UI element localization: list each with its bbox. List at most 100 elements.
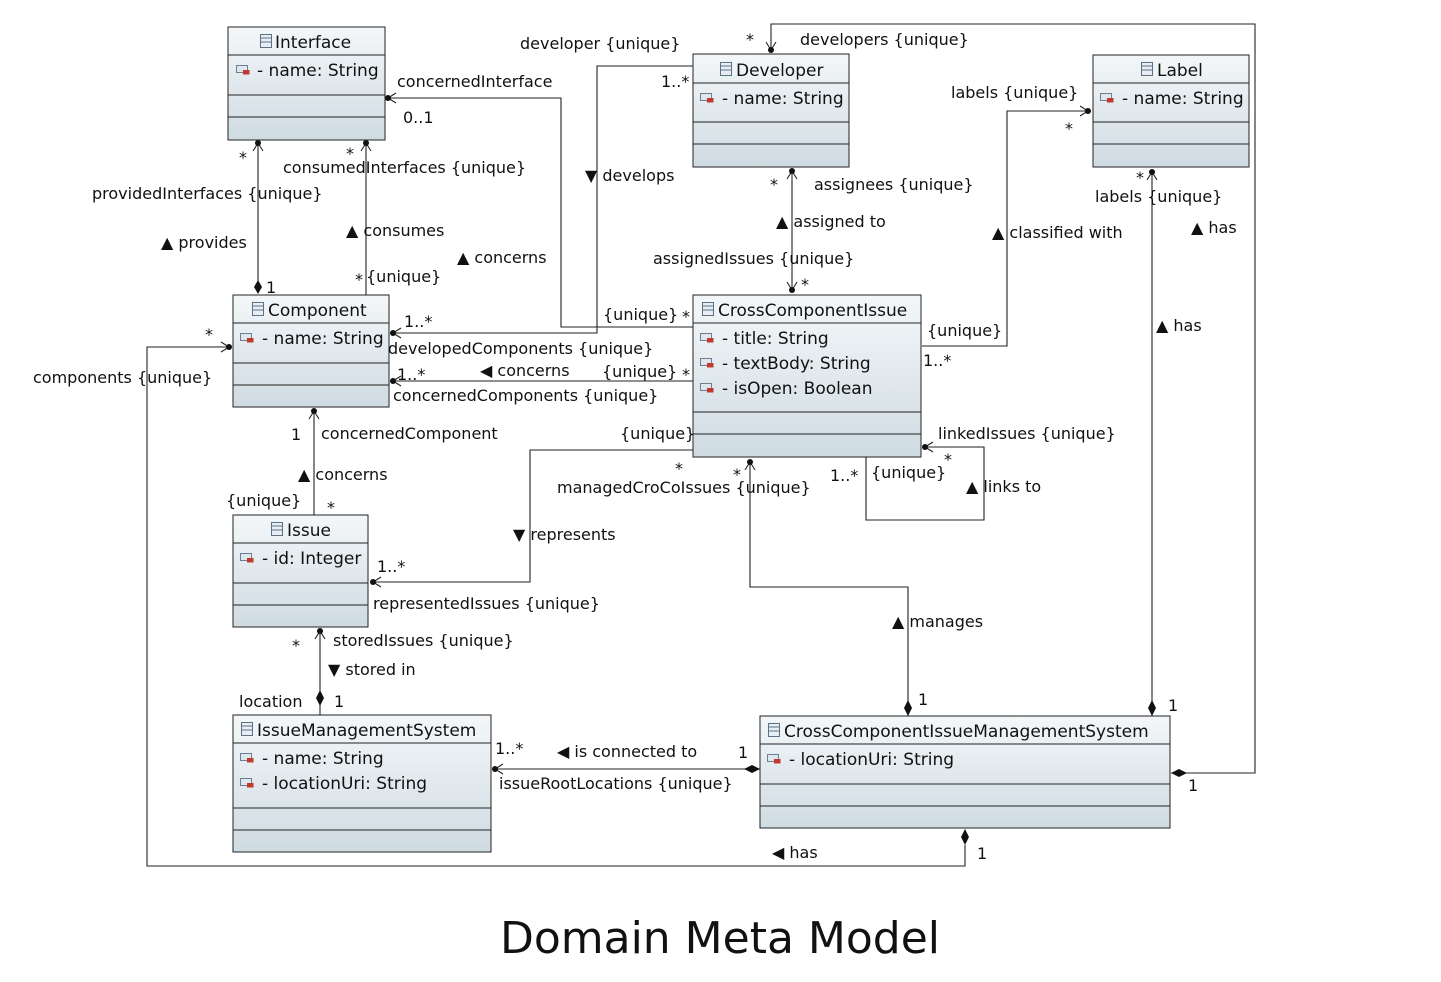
class-name: Issue — [287, 521, 331, 541]
role-label: {unique} — [927, 321, 1002, 340]
role-label: {unique} — [620, 424, 695, 443]
class-issue[interactable]: Issue - id: Integer — [232, 514, 369, 628]
class-icon — [271, 522, 283, 536]
role-label: assignees {unique} — [814, 175, 974, 194]
composition-diamond — [316, 690, 324, 706]
ownership-dot — [385, 95, 391, 101]
association-name: ▼ represents — [513, 525, 616, 544]
role-label: assignedIssues {unique} — [653, 249, 854, 268]
ownership-dot — [789, 287, 795, 293]
multiplicity: 1..* — [661, 72, 689, 91]
role-label: {unique} — [366, 267, 441, 286]
multiplicity: * — [239, 148, 247, 167]
role-label: representedIssues {unique} — [373, 594, 600, 613]
attribute: - name: String — [1122, 89, 1244, 109]
multiplicity: * — [801, 275, 809, 294]
edge-classified-with — [922, 110, 1088, 347]
attribute: - locationUri: String — [789, 750, 954, 770]
multiplicity: 1 — [334, 692, 344, 711]
multiplicity: 1 — [918, 690, 928, 709]
ownership-dot — [390, 378, 396, 384]
ownership-dot — [492, 766, 498, 772]
role-label: concernedInterface — [397, 72, 552, 91]
class-developer[interactable]: Developer - name: String — [692, 53, 850, 168]
edge-has-developers — [770, 23, 1256, 774]
edge-manages — [749, 462, 909, 716]
multiplicity: 1 — [738, 743, 748, 762]
association-name: ▲ concerns — [298, 465, 388, 484]
composition-diamond — [254, 280, 262, 294]
role-label: developedComponents {unique} — [388, 339, 653, 358]
multiplicity: * — [205, 325, 213, 344]
class-cross-component-issue[interactable]: CrossComponentIssue - title: String - te… — [692, 294, 922, 458]
edge-links-to — [865, 446, 985, 521]
multiplicity: * — [355, 270, 363, 289]
association-name: ▼ develops — [585, 166, 674, 185]
role-label: providedInterfaces {unique} — [92, 184, 323, 203]
ownership-dot — [226, 344, 232, 350]
role-label: linkedIssues {unique} — [938, 424, 1116, 443]
ownership-dot — [311, 408, 317, 414]
class-issue-management-system[interactable]: IssueManagementSystem - name: String - l… — [232, 714, 492, 853]
ownership-dot — [1085, 108, 1091, 114]
association-name: ▲ classified with — [992, 223, 1123, 242]
edge-labels: concernedInterface 0..1 developer {uniqu… — [33, 30, 1237, 863]
edge-concerns-interface — [388, 97, 693, 328]
ownership-dot — [370, 579, 376, 585]
class-name: Component — [268, 301, 367, 321]
multiplicity: * — [292, 636, 300, 655]
role-label: {unique} — [602, 362, 677, 381]
multiplicity: * — [327, 498, 335, 517]
attribute: - locationUri: String — [262, 774, 427, 794]
class-icon — [252, 302, 264, 316]
edge-represents — [373, 449, 693, 583]
multiplicity: * — [675, 459, 683, 478]
role-label: {unique} — [226, 491, 301, 510]
ownership-dot — [363, 140, 369, 146]
class-component[interactable]: Component - name: String — [232, 294, 390, 408]
association-name: ◀ is connected to — [557, 742, 697, 761]
role-label: {unique} — [603, 305, 678, 324]
role-label: concernedComponents {unique} — [393, 386, 658, 405]
class-name: CrossComponentIssueManagementSystem — [784, 722, 1149, 742]
association-name: ◀ concerns — [480, 361, 570, 380]
class-name: Developer — [736, 61, 823, 81]
multiplicity: 1 — [1188, 776, 1198, 795]
multiplicity: * — [346, 144, 354, 163]
edge-has-components — [146, 346, 966, 867]
multiplicity: 1 — [266, 278, 276, 297]
association-name: ◀ has — [772, 843, 818, 862]
multiplicity: * — [682, 307, 690, 326]
class-icon — [241, 722, 253, 736]
multiplicity: 0..1 — [403, 108, 434, 127]
role-label: components {unique} — [33, 368, 212, 387]
edge-develops — [393, 65, 693, 334]
composition-diamond — [961, 829, 969, 845]
class-cross-component-issue-management-system[interactable]: CrossComponentIssueManagementSystem - lo… — [759, 715, 1171, 829]
class-label[interactable]: Label - name: String — [1092, 54, 1250, 168]
multiplicity: 1..* — [830, 466, 858, 485]
role-label: storedIssues {unique} — [333, 631, 514, 650]
class-name: Interface — [275, 33, 351, 53]
multiplicity: 1..* — [397, 365, 425, 384]
ownership-dot — [317, 628, 323, 634]
class-name: CrossComponentIssue — [718, 301, 907, 321]
attribute: - id: Integer — [262, 549, 361, 569]
composition-diamond — [1171, 769, 1187, 777]
edges — [146, 23, 1256, 867]
attribute: - title: String — [722, 329, 829, 349]
role-label: developers {unique} — [800, 30, 969, 49]
multiplicity: 1..* — [495, 739, 523, 758]
role-label: developer {unique} — [520, 34, 680, 53]
role-label: concernedComponent — [321, 424, 498, 443]
association-name: ▼ stored in — [328, 660, 416, 679]
association-name: ▲ consumes — [346, 221, 444, 240]
multiplicity: * — [1065, 119, 1073, 138]
multiplicity: 1 — [291, 425, 301, 444]
class-interface[interactable]: Interface - name: String — [227, 26, 386, 141]
class-icon — [260, 34, 272, 48]
multiplicity: 1 — [977, 844, 987, 863]
attribute: - name: String — [257, 61, 379, 81]
role-label: location — [239, 692, 302, 711]
